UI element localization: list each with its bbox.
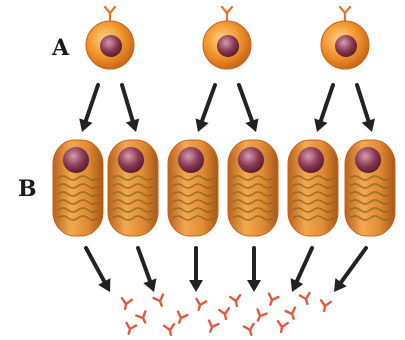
antibody-shape bbox=[124, 323, 136, 335]
antibody-shape bbox=[253, 309, 266, 322]
plasma-cell bbox=[345, 140, 395, 236]
plasma-cell-nucleus bbox=[118, 147, 144, 173]
antibody bbox=[230, 295, 242, 307]
antibody-shape bbox=[286, 308, 299, 321]
antibody-shape bbox=[276, 321, 288, 333]
antibody bbox=[286, 308, 299, 321]
arrow bbox=[79, 85, 98, 132]
arrow-shaft bbox=[86, 248, 104, 281]
plasma-cell-nucleus bbox=[355, 147, 381, 173]
receptor-arms bbox=[340, 7, 350, 13]
receptor-arms bbox=[222, 7, 232, 13]
antibody bbox=[319, 300, 331, 312]
antibody-shape bbox=[154, 295, 167, 308]
arrow-shaft bbox=[138, 248, 150, 281]
antibody-shape bbox=[206, 321, 219, 334]
antibodies-group bbox=[120, 293, 331, 336]
antibody bbox=[194, 299, 206, 311]
antibody-shape bbox=[300, 293, 312, 305]
b-cells-group bbox=[86, 7, 369, 69]
plasma-cell bbox=[108, 140, 158, 236]
arrow bbox=[189, 248, 203, 292]
antibody bbox=[253, 309, 266, 322]
arrow bbox=[334, 248, 366, 292]
arrow-shaft bbox=[297, 248, 312, 281]
antibody-shape bbox=[120, 298, 132, 310]
arrow-shaft bbox=[341, 248, 366, 282]
arrow-head bbox=[189, 280, 203, 292]
arrow bbox=[86, 248, 110, 292]
row-label-a: A bbox=[51, 35, 70, 61]
b-cell bbox=[203, 7, 251, 69]
plasma-cell-nucleus bbox=[63, 147, 89, 173]
antibody bbox=[124, 323, 136, 335]
b-cell-nucleus bbox=[335, 35, 357, 57]
antibody-shape bbox=[244, 324, 256, 336]
antibody bbox=[219, 308, 231, 320]
plasma-cell bbox=[288, 140, 338, 236]
plasma-cell-nucleus bbox=[178, 147, 204, 173]
b-cell-nucleus bbox=[217, 35, 239, 57]
antibody-shape bbox=[230, 295, 242, 307]
arrow bbox=[314, 85, 333, 132]
arrow bbox=[138, 248, 156, 292]
arrow bbox=[122, 85, 139, 132]
arrow bbox=[195, 85, 215, 132]
antibody-shape bbox=[266, 294, 279, 307]
arrow-shaft bbox=[86, 85, 98, 121]
arrow bbox=[357, 85, 375, 132]
arrow-head bbox=[126, 119, 139, 132]
antibody-shape bbox=[175, 312, 188, 325]
plasma-cell-nucleus bbox=[238, 147, 264, 173]
plasma-cell-nucleus bbox=[298, 147, 324, 173]
arrow-shaft bbox=[122, 85, 133, 120]
antibody bbox=[266, 294, 279, 307]
antibody-shape bbox=[319, 300, 331, 312]
antibody bbox=[244, 324, 256, 336]
antibody-shape bbox=[164, 324, 176, 336]
arrow-shaft bbox=[357, 85, 368, 121]
arrow bbox=[239, 85, 259, 132]
antibody-shape bbox=[194, 299, 206, 311]
b-cell bbox=[321, 7, 369, 69]
b-cell-nucleus bbox=[100, 35, 122, 57]
b-cell bbox=[86, 7, 134, 69]
plasma-cells-group bbox=[53, 140, 395, 236]
plasma-cell bbox=[168, 140, 218, 236]
antibody bbox=[120, 298, 132, 310]
antibody bbox=[276, 321, 288, 333]
arrow-head bbox=[247, 280, 261, 292]
antibody bbox=[136, 311, 149, 324]
antibody bbox=[206, 321, 219, 334]
arrow-shaft bbox=[202, 85, 215, 121]
receptor-arms bbox=[105, 7, 115, 13]
arrow bbox=[291, 248, 312, 292]
antibody bbox=[154, 295, 167, 308]
plasma-cell bbox=[228, 140, 278, 236]
antibody bbox=[175, 312, 188, 325]
antibody-shape bbox=[136, 311, 149, 324]
arrow-shaft bbox=[321, 85, 333, 121]
antibody bbox=[164, 324, 176, 336]
row-label-b: B bbox=[18, 176, 37, 202]
plasma-cell bbox=[53, 140, 103, 236]
arrow bbox=[247, 248, 261, 292]
antibody-shape bbox=[219, 308, 231, 320]
antibody bbox=[300, 293, 312, 305]
arrow-shaft bbox=[239, 85, 252, 121]
